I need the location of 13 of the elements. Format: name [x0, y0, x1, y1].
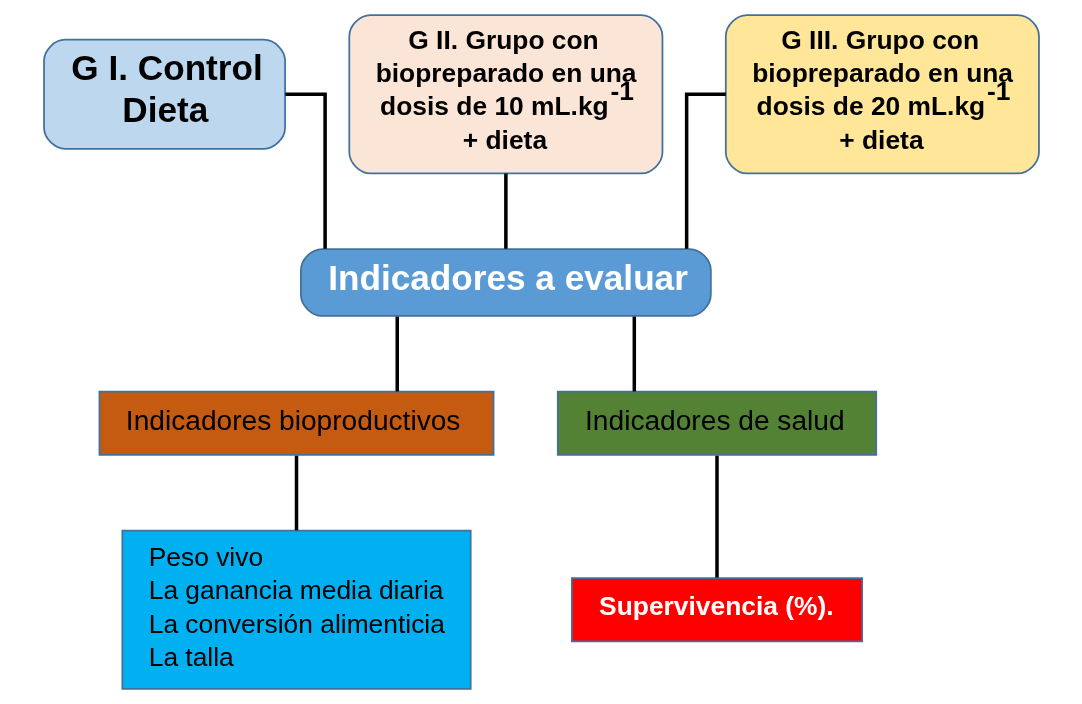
- node-box: Indicadores bioproductivos: [98, 390, 494, 456]
- connector: [714, 455, 719, 578]
- node-box: Indicadores de salud: [556, 390, 877, 456]
- connector: [294, 455, 298, 531]
- node-box: G I. Control Dieta: [42, 38, 286, 150]
- connector: [394, 316, 399, 392]
- connector: [503, 173, 508, 249]
- node-box: Peso vivo La ganancia media diaria La conversión alimenticia La talla: [120, 529, 472, 690]
- connector: [632, 316, 636, 392]
- node-box: Supervivencia (%).: [570, 577, 863, 643]
- connector: [684, 92, 726, 249]
- node-box: Indicadores a evaluar: [299, 248, 712, 317]
- connector: [284, 92, 327, 249]
